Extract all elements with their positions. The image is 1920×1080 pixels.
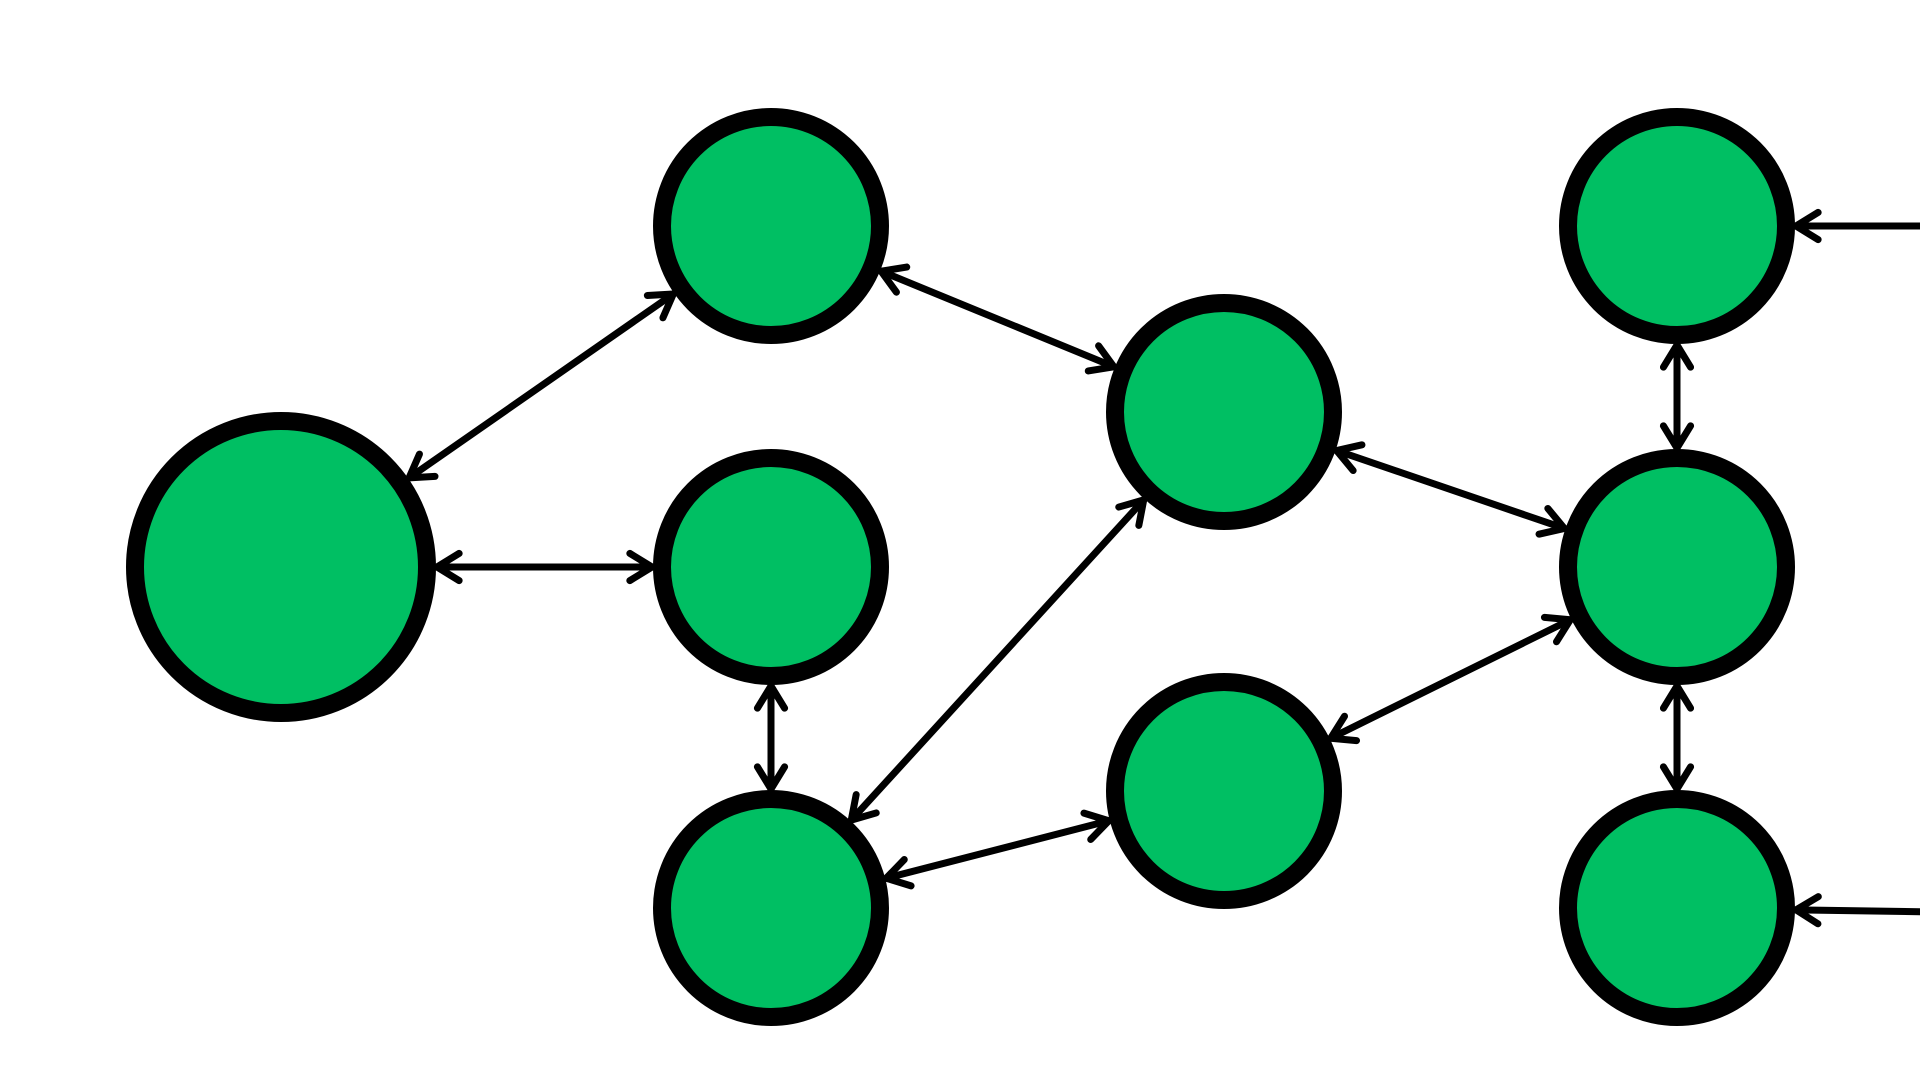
arrowhead-icon [433, 549, 463, 585]
edge-n1-n3 [433, 549, 656, 585]
arrowhead-icon [1540, 613, 1574, 646]
edge-external-right-bottom-n9 [1792, 893, 1920, 928]
arrowhead-icon [1535, 504, 1568, 538]
graph-node-n3 [653, 449, 889, 685]
arrowhead-icon [1333, 441, 1366, 475]
arrowhead-icon [1792, 208, 1822, 244]
arrowhead-icon [1115, 496, 1148, 529]
graph-node-n1 [126, 412, 436, 722]
arrowhead-icon [1659, 682, 1695, 712]
nodes-layer [126, 108, 1795, 1026]
graph-node-n4 [653, 790, 889, 1026]
graph-node-n6 [1106, 673, 1342, 909]
arrowhead-icon [847, 791, 880, 824]
arrowhead-icon [877, 263, 911, 296]
arrowhead-icon [1084, 342, 1118, 375]
arrowhead-icon [1659, 422, 1695, 452]
edge-line [1327, 616, 1574, 742]
arrowhead-icon [1659, 341, 1695, 371]
edge-line [1792, 906, 1920, 916]
graph-node-n7 [1559, 108, 1795, 344]
edge-n5-n8 [1333, 441, 1568, 538]
edge-n4-n5 [847, 496, 1148, 824]
edge-line [405, 290, 677, 482]
arrowhead-icon [882, 856, 915, 890]
edge-n6-n8 [1327, 613, 1574, 745]
edge-n3-n4 [753, 682, 789, 793]
edge-line [877, 267, 1118, 371]
edges-layer [405, 208, 1920, 928]
arrowhead-icon [1327, 712, 1361, 745]
arrowhead-icon [753, 763, 789, 793]
edge-n4-n6 [882, 809, 1113, 890]
edge-n7-n8 [1659, 341, 1695, 452]
edge-external-right-top-n7 [1792, 208, 1920, 244]
arrowhead-icon [1080, 809, 1113, 843]
graph-node-n5 [1106, 294, 1342, 530]
arrowhead-icon [405, 450, 439, 482]
graph-node-n8 [1559, 449, 1795, 685]
arrowhead-icon [753, 682, 789, 712]
edge-n2-n5 [877, 263, 1118, 375]
edge-line [847, 496, 1148, 824]
edge-line [1333, 447, 1568, 532]
arrowhead-icon [1659, 763, 1695, 793]
edge-n1-n2 [405, 290, 677, 482]
arrowhead-icon [1792, 893, 1822, 928]
edge-line [882, 817, 1113, 882]
edge-n8-n9 [1659, 682, 1695, 793]
arrowhead-icon [626, 549, 656, 585]
graph-node-n9 [1559, 790, 1795, 1026]
arrowhead-icon [643, 290, 677, 322]
graph-node-n2 [653, 108, 889, 344]
